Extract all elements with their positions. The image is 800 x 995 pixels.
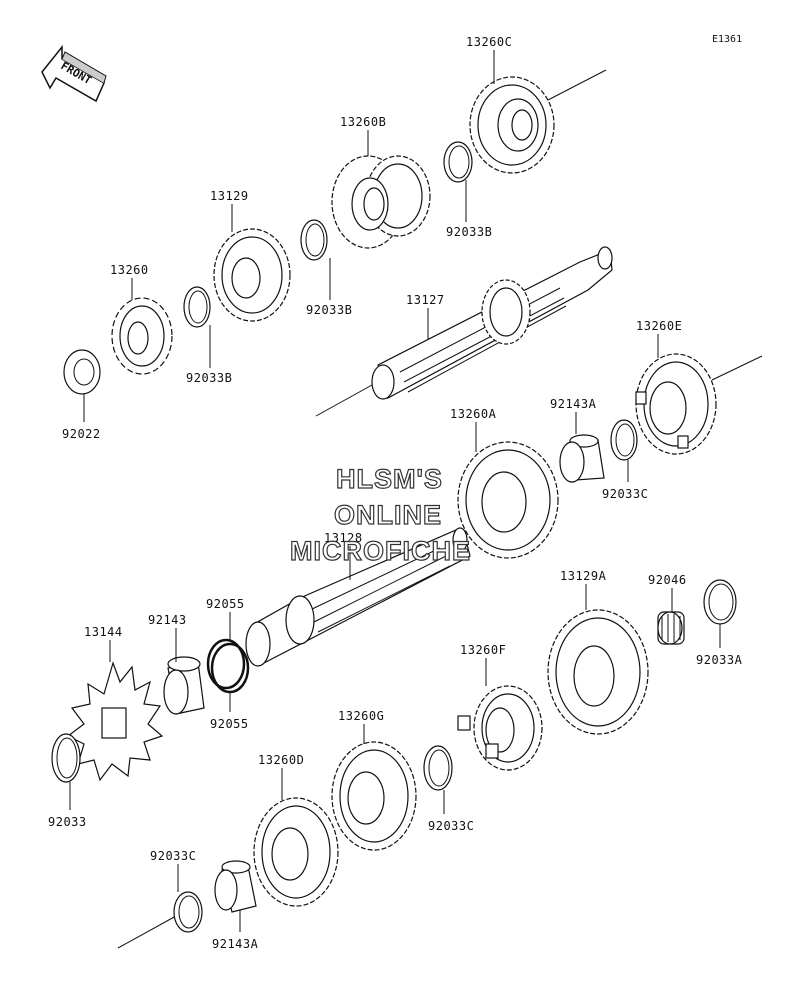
collar-92143A-1 xyxy=(559,434,605,483)
label-92055-1: 92055 xyxy=(206,597,245,611)
shaft-13128 xyxy=(245,527,471,667)
label-92033A: 92033A xyxy=(696,653,743,667)
label-92033B-2: 92033B xyxy=(306,303,352,317)
oring-92055 xyxy=(206,638,250,694)
label-92143: 92143 xyxy=(148,613,187,627)
label-13144: 13144 xyxy=(84,625,123,639)
label-92022: 92022 xyxy=(62,427,101,441)
sprocket-13144 xyxy=(66,661,164,782)
circlip-92033B-1 xyxy=(443,141,473,183)
circlip-92033A xyxy=(703,579,737,625)
circlip-92033 xyxy=(51,733,81,783)
circlip-92033C-3 xyxy=(173,891,203,933)
gear-13129 xyxy=(213,228,291,322)
label-92033C-3: 92033C xyxy=(150,849,196,863)
label-13129A: 13129A xyxy=(560,569,607,583)
gear-13129A xyxy=(547,609,649,735)
collar-92143A-2 xyxy=(214,860,257,913)
label-92033C-2: 92033C xyxy=(428,819,474,833)
label-13129: 13129 xyxy=(210,189,249,203)
watermark-line-3: MICROFICHE xyxy=(290,536,471,566)
gear-13260B xyxy=(331,155,431,249)
label-13128: 13128 xyxy=(324,531,363,545)
gear-13260 xyxy=(111,297,173,375)
front-arrow-icon: FRONT xyxy=(41,44,107,103)
watermark-line-1: HLSM'S xyxy=(336,464,443,494)
circlip-92033B-3 xyxy=(183,286,211,328)
label-13260G: 13260G xyxy=(338,709,384,723)
label-92033: 92033 xyxy=(48,815,87,829)
label-92055-2: 92055 xyxy=(210,717,249,731)
label-13127: 13127 xyxy=(406,293,445,307)
label-13260F: 13260F xyxy=(460,643,506,657)
gear-13260F xyxy=(457,685,543,771)
circlip-92033C-1 xyxy=(610,419,638,461)
circlip-92033C-2 xyxy=(423,745,453,791)
shaft-13127 xyxy=(371,246,613,400)
gear-13260G xyxy=(331,741,417,851)
label-92033B-1: 92033B xyxy=(446,225,492,239)
label-92033B-3: 92033B xyxy=(186,371,232,385)
label-92143A-1: 92143A xyxy=(550,397,597,411)
label-13260E: 13260E xyxy=(636,319,682,333)
watermark-line-2: ONLINE xyxy=(334,500,442,530)
circlip-92033B-2 xyxy=(300,219,328,261)
bearing-92046 xyxy=(657,611,685,645)
label-92033C-1: 92033C xyxy=(602,487,648,501)
gear-13260A xyxy=(457,441,559,559)
gear-13260C xyxy=(469,76,555,174)
collar-92143 xyxy=(163,656,205,715)
gear-13260E xyxy=(635,353,717,455)
label-13260C: 13260C xyxy=(466,35,512,49)
label-13260: 13260 xyxy=(110,263,149,277)
diagram-code: E1361 xyxy=(712,34,742,45)
label-92143A-2: 92143A xyxy=(212,937,259,951)
label-13260A: 13260A xyxy=(450,407,497,421)
label-13260D: 13260D xyxy=(258,753,304,767)
label-92046: 92046 xyxy=(648,573,687,587)
washer-92022 xyxy=(63,349,101,395)
gear-13260D xyxy=(253,797,339,907)
watermark: HLSM'S ONLINE MICROFICHE xyxy=(289,463,471,566)
label-13260B: 13260B xyxy=(340,115,386,129)
